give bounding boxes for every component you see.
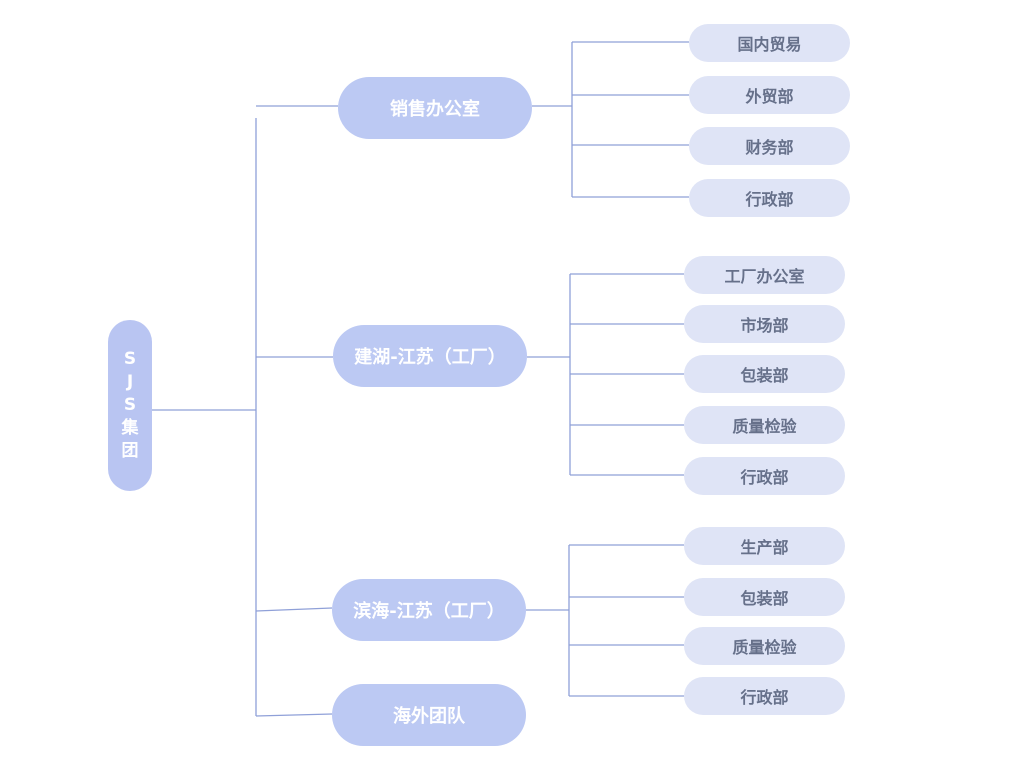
- root-char: S: [123, 395, 137, 415]
- leaf-domestic-trade: 国内贸易: [689, 24, 850, 62]
- leaf-administration: 行政部: [684, 457, 845, 495]
- branch-binhai-factory: 滨海-江苏（工厂）: [332, 579, 526, 641]
- leaf-administration: 行政部: [684, 677, 845, 715]
- root-char: S: [123, 349, 137, 369]
- leaf-administration: 行政部: [689, 179, 850, 217]
- leaf-production: 生产部: [684, 527, 845, 565]
- leaf-quality-inspection: 质量检验: [684, 406, 845, 444]
- root-char: 集: [121, 418, 139, 438]
- branch-jianhu-factory: 建湖-江苏（工厂）: [333, 325, 527, 387]
- leaf-quality-inspection: 质量检验: [684, 627, 845, 665]
- leaf-marketing: 市场部: [684, 305, 845, 343]
- leaf-packaging: 包装部: [684, 578, 845, 616]
- connector-line: [255, 713, 333, 717]
- root-node-sjs-group: S J S 集 团: [108, 320, 152, 491]
- leaf-foreign-trade: 外贸部: [689, 76, 850, 114]
- leaf-packaging: 包装部: [684, 355, 845, 393]
- leaf-finance: 财务部: [689, 127, 850, 165]
- leaf-factory-office: 工厂办公室: [684, 256, 845, 294]
- root-char: 团: [121, 441, 139, 461]
- connector-line: [255, 607, 333, 612]
- root-char: J: [126, 372, 134, 392]
- branch-sales-office: 销售办公室: [338, 77, 532, 139]
- branch-overseas-team: 海外团队: [332, 684, 526, 746]
